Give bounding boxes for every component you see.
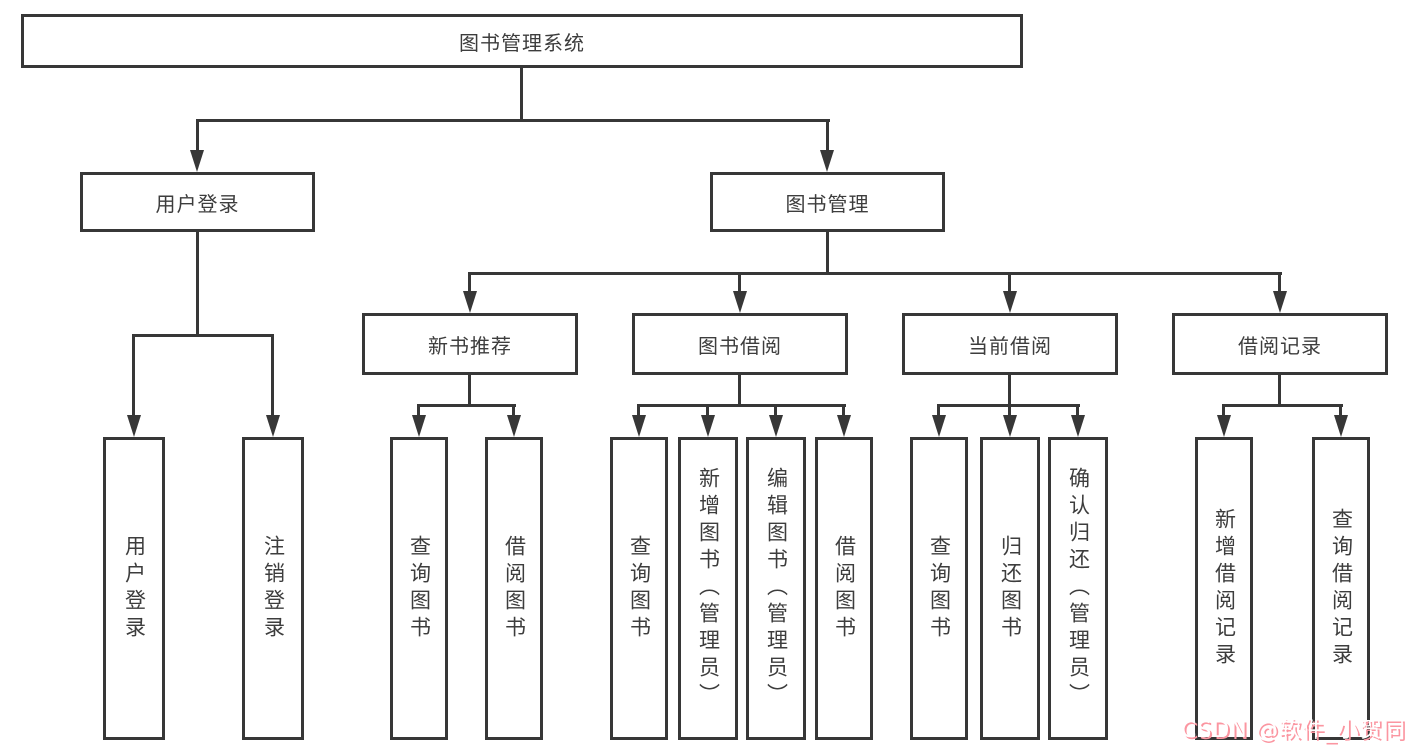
connector-line (637, 404, 846, 407)
connector-line (132, 334, 135, 417)
connector-line (512, 404, 515, 417)
leaf-logout: 注销登录 (242, 437, 304, 740)
connector-line (1339, 404, 1342, 417)
connector-line (271, 334, 274, 417)
arrowhead-down-icon (190, 150, 204, 172)
leaf-borrow-books-recommend: 借阅图书 (485, 437, 543, 740)
connector-line (196, 119, 199, 152)
connector-line (196, 232, 199, 336)
connector-line (1008, 375, 1011, 406)
node-borrowing-records: 借阅记录 (1172, 313, 1388, 375)
connector-line (774, 404, 777, 417)
connector-line (468, 272, 1282, 275)
connector-line (937, 404, 940, 417)
node-user-login-branch: 用户登录 (80, 172, 315, 232)
leaf-user-login: 用户登录 (103, 437, 165, 740)
arrowhead-down-icon (1071, 415, 1085, 437)
leaf-query-borrow-record: 查询借阅记录 (1312, 437, 1370, 740)
leaf-query-books-recommend: 查询图书 (390, 437, 448, 740)
connector-line (826, 119, 829, 152)
arrowhead-down-icon (1334, 415, 1348, 437)
leaf-query-books-current: 查询图书 (910, 437, 968, 740)
leaf-add-borrow-record: 新增借阅记录 (1195, 437, 1253, 740)
csdn-watermark: CSDN @软件_小贺同学 (1181, 712, 1405, 746)
arrowhead-down-icon (632, 415, 646, 437)
connector-line (1008, 404, 1011, 417)
connector-line (738, 375, 741, 406)
arrowhead-down-icon (463, 291, 477, 313)
connector-line (520, 68, 523, 121)
connector-line (1008, 272, 1011, 293)
connector-line (842, 404, 845, 417)
leaf-edit-book-admin: 编辑图书（管理员） (746, 437, 806, 740)
connector-line (196, 119, 830, 122)
leaf-query-books-borrowing: 查询图书 (610, 437, 668, 740)
arrowhead-down-icon (820, 150, 834, 172)
arrowhead-down-icon (837, 415, 851, 437)
arrowhead-down-icon (127, 415, 141, 437)
node-book-borrowing: 图书借阅 (632, 313, 848, 375)
connector-line (468, 375, 471, 406)
connector-line (1222, 404, 1225, 417)
connector-line (468, 272, 471, 293)
node-current-borrowing: 当前借阅 (902, 313, 1118, 375)
arrowhead-down-icon (412, 415, 426, 437)
leaf-confirm-return-admin: 确认归还（管理员） (1048, 437, 1108, 740)
connector-line (1278, 375, 1281, 406)
arrowhead-down-icon (733, 291, 747, 313)
node-root-library-management-system: 图书管理系统 (21, 14, 1023, 68)
connector-line (1222, 404, 1343, 407)
arrowhead-down-icon (1273, 291, 1287, 313)
arrowhead-down-icon (932, 415, 946, 437)
connector-line (1278, 272, 1281, 293)
arrowhead-down-icon (266, 415, 280, 437)
arrowhead-down-icon (507, 415, 521, 437)
arrowhead-down-icon (1217, 415, 1231, 437)
leaf-return-books: 归还图书 (980, 437, 1040, 740)
arrowhead-down-icon (701, 415, 715, 437)
arrowhead-down-icon (1003, 291, 1017, 313)
arrowhead-down-icon (1003, 415, 1017, 437)
arrowhead-down-icon (769, 415, 783, 437)
node-book-management-branch: 图书管理 (710, 172, 945, 232)
node-new-book-recommend: 新书推荐 (362, 313, 578, 375)
connector-line (417, 404, 516, 407)
connector-line (132, 334, 274, 337)
connector-line (826, 232, 829, 274)
connector-line (738, 272, 741, 293)
connector-line (1076, 404, 1079, 417)
leaf-borrow-books-borrowing: 借阅图书 (815, 437, 873, 740)
connector-line (417, 404, 420, 417)
connector-line (637, 404, 640, 417)
leaf-add-book-admin: 新增图书（管理员） (678, 437, 738, 740)
connector-line (706, 404, 709, 417)
